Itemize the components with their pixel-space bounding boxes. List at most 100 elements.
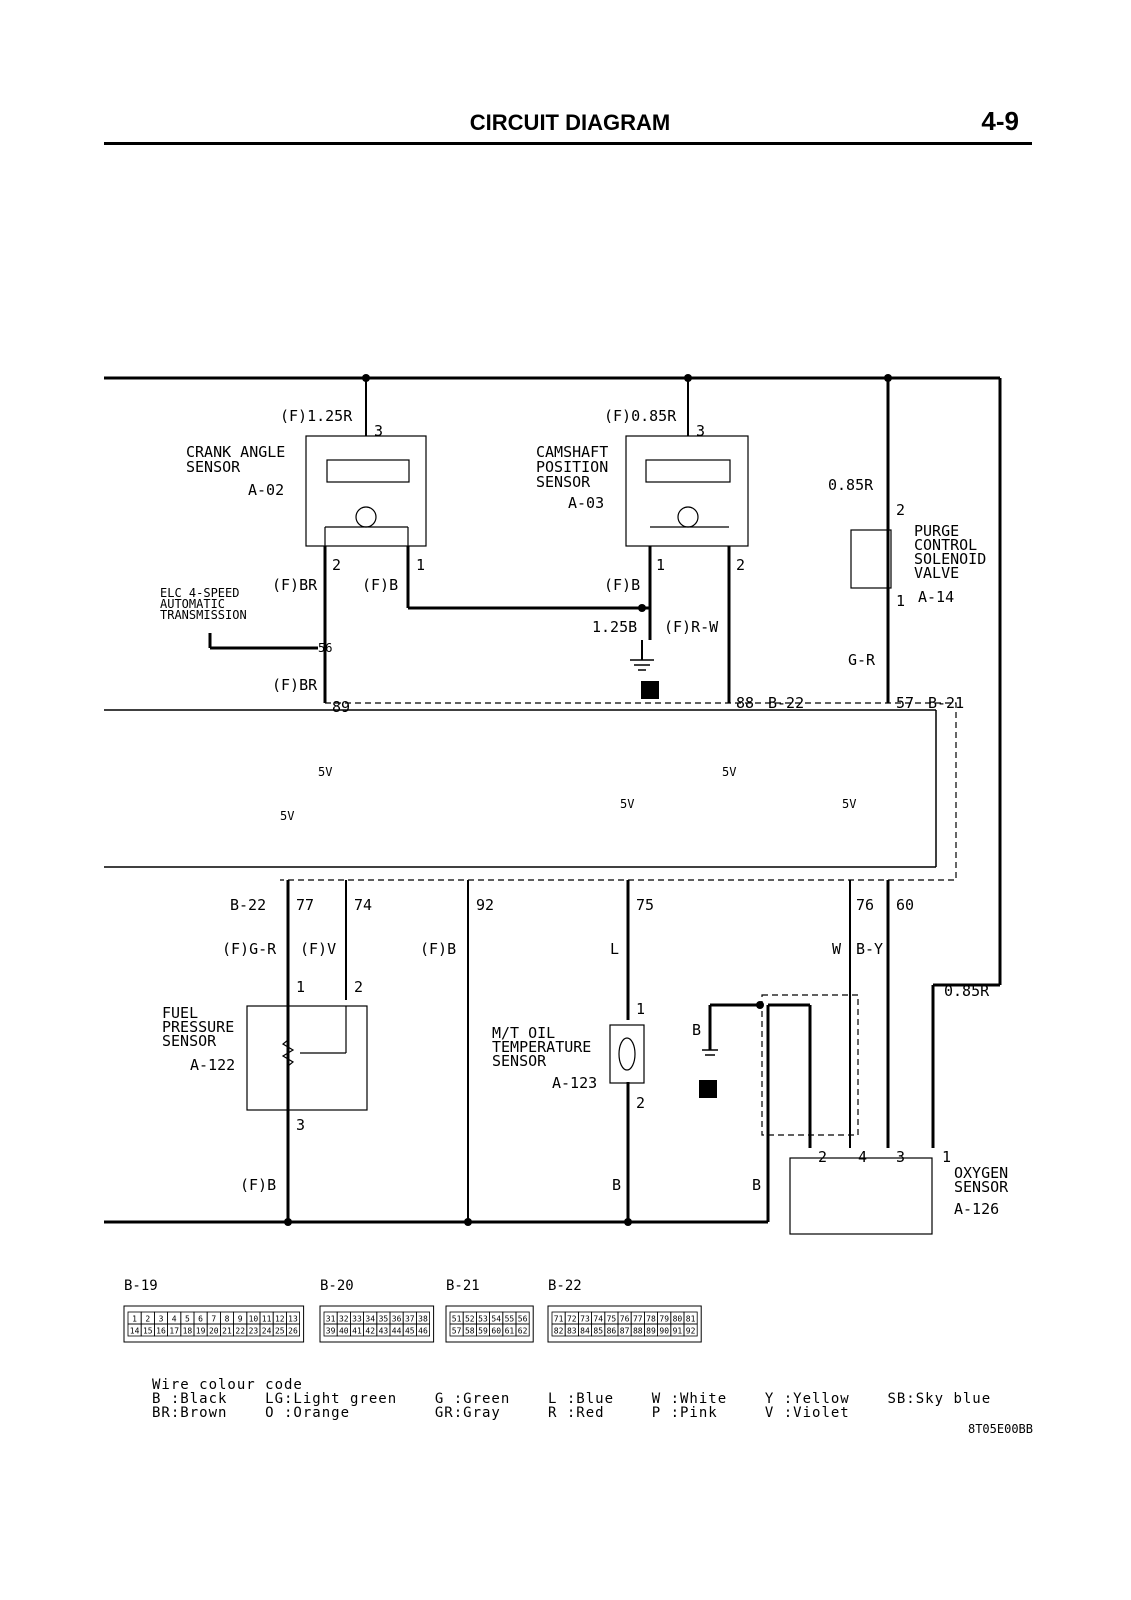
connector-pin-number: 34: [365, 1315, 375, 1324]
purge-valve-name: PURGE: [914, 522, 959, 540]
voltage-label-3: 5V: [280, 809, 294, 823]
connector-pin-number: 80: [673, 1315, 683, 1324]
connector-pin-number: 51: [452, 1315, 462, 1324]
wire-label-ground2: B: [692, 1021, 701, 1039]
connector-pin-number: 84: [580, 1327, 590, 1336]
voltage-label-4: 5V: [620, 797, 634, 811]
connector-pin-number: 13: [288, 1315, 298, 1324]
connector-pin-number: 61: [505, 1327, 515, 1336]
pin-o2-4: 4: [858, 1148, 867, 1166]
connector-pin-number: 36: [392, 1315, 402, 1324]
camshaft-sensor-name-3: SENSOR: [536, 473, 591, 491]
page-title: CIRCUIT DIAGRAM: [469, 110, 671, 135]
connector-pin-cell: [515, 1323, 530, 1337]
connector-pin-number: 58: [465, 1327, 475, 1336]
oil-sensor-connector: A-123: [552, 1074, 597, 1092]
connector-pin-number: 25: [275, 1327, 285, 1336]
connector-pin-cell: [683, 1323, 698, 1337]
pin-fuel-1: 1: [296, 978, 305, 996]
header-rule: [104, 142, 1032, 145]
purge-valve-name-4: VALVE: [914, 564, 959, 582]
connector-pin-number: 35: [379, 1315, 389, 1324]
connector-pin-number: 41: [352, 1327, 362, 1336]
connector-pin-number: 83: [567, 1327, 577, 1336]
connector-pin-number: 44: [392, 1327, 402, 1336]
connector-pin-number: 3: [159, 1315, 164, 1324]
connector-pin-number: 78: [646, 1315, 656, 1324]
connector-view-body: [547, 1305, 702, 1343]
ecu-pin-89: 89: [332, 698, 350, 716]
wire-label-crank-pin1: (F)B: [362, 576, 398, 594]
ecu-connector-b21-top: B-21: [928, 694, 964, 712]
purge-valve-connector: A-14: [918, 588, 954, 606]
fuel-sensor-name-3: SENSOR: [162, 1032, 217, 1050]
connector-pin-number: 5: [185, 1315, 190, 1324]
ecu-pin-75: 75: [636, 896, 654, 914]
voltage-label-2: 5V: [722, 765, 736, 779]
oxygen-sensor-name-2: SENSOR: [954, 1178, 1009, 1196]
connector-pin-number: 72: [567, 1315, 577, 1324]
connector-pin-number: 46: [418, 1327, 428, 1336]
pin-crank-2: 2: [332, 556, 341, 574]
camshaft-sensor-name-2: POSITION: [536, 458, 608, 476]
wire-label-o2-pin1: 0.85R: [944, 982, 990, 1000]
voltage-label-1: 5V: [318, 765, 332, 779]
connector-pin-number: 81: [686, 1315, 696, 1324]
ecu-pin-92: 92: [476, 896, 494, 914]
connector-pin-number: 56: [518, 1315, 528, 1324]
wire-label-fuel-pin1: (F)G-R: [222, 940, 277, 958]
ground-3-label: 3: [645, 684, 653, 700]
connector-pin-number: 2: [145, 1315, 150, 1324]
figure-code: 8T05E00BB: [967, 1422, 1033, 1436]
connector-view-label: B-22: [548, 1278, 582, 1294]
connector-pin-number: 26: [288, 1327, 298, 1336]
connector-pin-number: 15: [143, 1327, 153, 1336]
fuel-sensor-connector: A-122: [190, 1056, 235, 1074]
ground-2-marker: [699, 1080, 717, 1098]
wire-label-purge-pin1: G-R: [848, 651, 876, 669]
purge-valve-name-2: CONTROL: [914, 536, 977, 554]
wire-label-crank-pin3: (F)1.25R: [280, 407, 353, 425]
elc-name: ELC 4-SPEED: [160, 586, 239, 600]
connector-pin-number: 10: [249, 1315, 259, 1324]
ecu-connector-b22-left: B-22: [230, 896, 266, 914]
connector-view-body: [319, 1305, 435, 1343]
connector-pin-number: 86: [607, 1327, 617, 1336]
oxygen-sensor-connector: A-126: [954, 1200, 999, 1218]
ground-2-label: 2: [703, 1083, 711, 1099]
connector-pin-number: 77: [633, 1315, 643, 1324]
connector-pin-number: 22: [235, 1327, 245, 1336]
wire-label-elc: (F)BR: [272, 676, 318, 694]
connector-pin-number: 4: [172, 1315, 177, 1324]
connector-pin-number: 33: [352, 1315, 362, 1324]
wire-label-cam-pin2: (F)R-W: [664, 618, 719, 636]
connector-pin-number: 8: [225, 1315, 230, 1324]
pin-fuel-2: 2: [354, 978, 363, 996]
connector-view-label: B-19: [124, 1278, 158, 1294]
ecu-pin-57: 57: [896, 694, 914, 712]
oil-sensor-name-2: TEMPERATURE: [492, 1038, 591, 1056]
connector-pin-number: 45: [405, 1327, 415, 1336]
connector-pin-number: 32: [339, 1315, 349, 1324]
elc-name-2: AUTOMATIC: [160, 597, 225, 611]
pin-oil-1: 1: [636, 1000, 645, 1018]
connector-pin-number: 37: [405, 1315, 415, 1324]
connector-pin-number: 18: [183, 1327, 193, 1336]
crank-angle-sensor-name-2: SENSOR: [186, 458, 241, 476]
connector-pin-number: 38: [418, 1315, 428, 1324]
connector-view-label: B-21: [446, 1278, 480, 1294]
oil-sensor-name: M/T OIL: [492, 1024, 555, 1042]
ecu-pin-88: 88: [736, 694, 754, 712]
connector-pin-number: 82: [554, 1327, 564, 1336]
camshaft-sensor-name: CAMSHAFT: [536, 443, 608, 461]
connector-pin-number: 39: [326, 1327, 336, 1336]
elc-name-3: TRANSMISSION: [160, 608, 247, 622]
elc-connector-pin: 56: [318, 641, 332, 655]
wire-label-crank-pin2: (F)BR: [272, 576, 318, 594]
wire-label-o2-pin4: W: [832, 940, 842, 958]
wire-label-cam-pin3: (F)0.85R: [604, 407, 677, 425]
connector-pin-number: 14: [130, 1327, 140, 1336]
connector-pin-number: 90: [659, 1327, 669, 1336]
page-number: 4-9: [981, 106, 1019, 136]
connector-pin-number: 31: [326, 1315, 336, 1324]
